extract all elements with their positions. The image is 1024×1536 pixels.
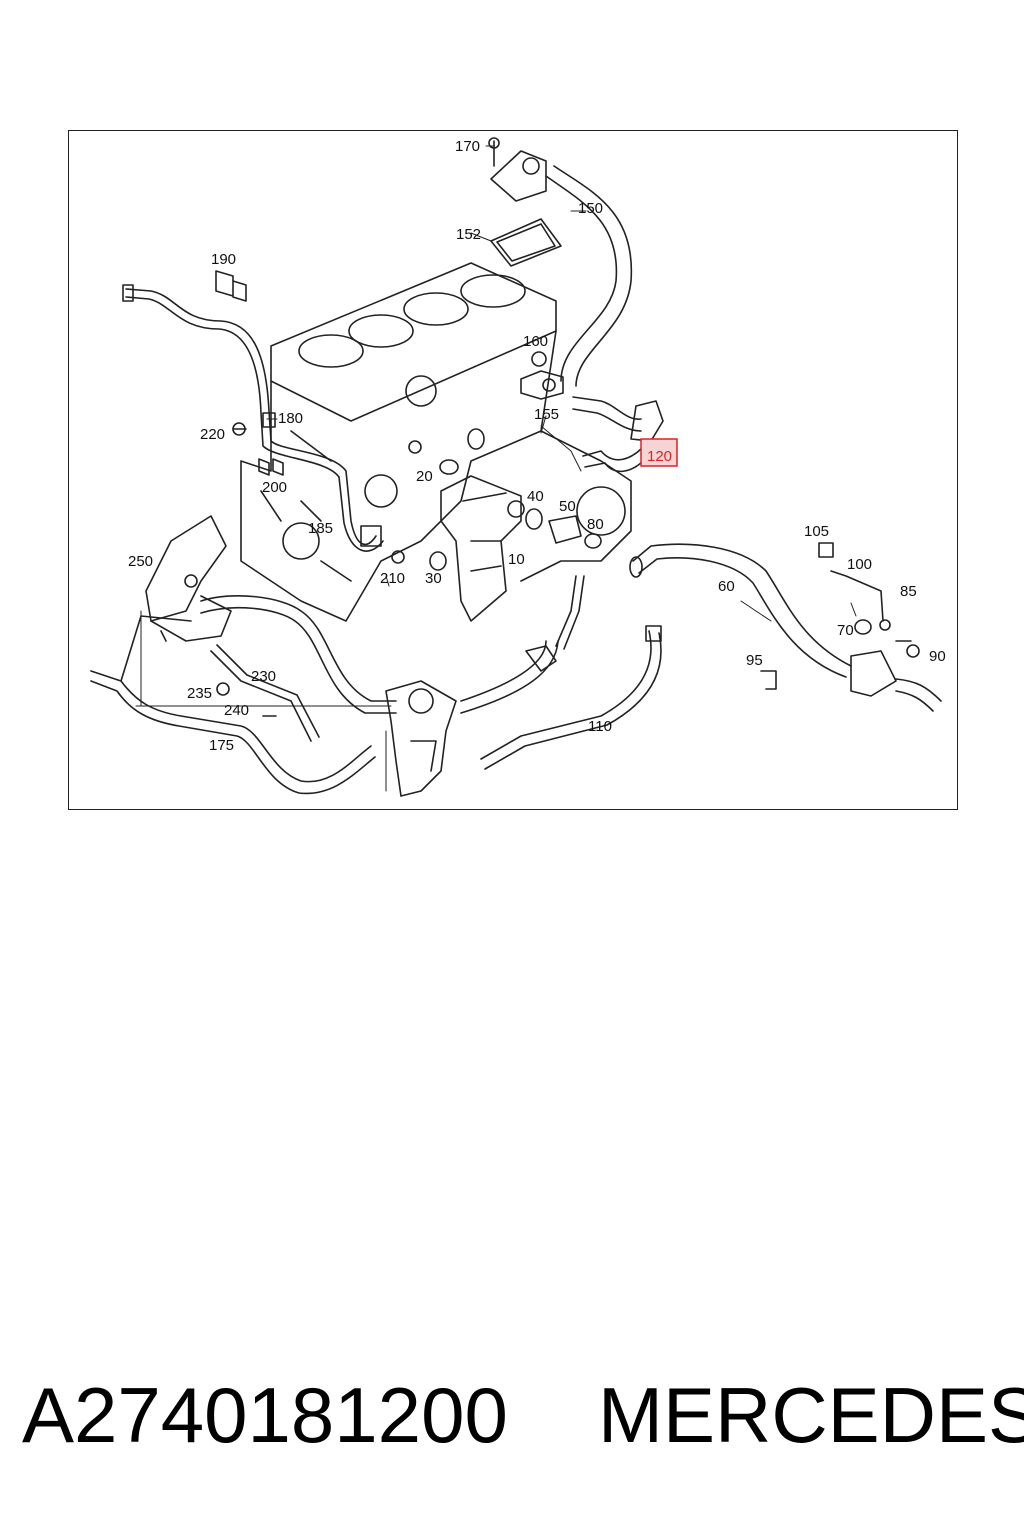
part-150-hose bbox=[488, 137, 633, 387]
callout-152: 152 bbox=[456, 226, 481, 243]
part-185-sensor bbox=[360, 525, 405, 564]
part-thermostat bbox=[525, 575, 585, 672]
callout-95: 95 bbox=[746, 652, 763, 669]
engine-block bbox=[240, 262, 632, 622]
callout-170: 170 bbox=[455, 138, 480, 155]
callout-190: 190 bbox=[211, 251, 236, 268]
part-number: A2740181200 bbox=[22, 1371, 508, 1459]
callout-175: 175 bbox=[209, 737, 234, 754]
callout-20: 20 bbox=[416, 468, 433, 485]
part-180-pipe bbox=[122, 284, 384, 552]
leader-lines bbox=[135, 145, 857, 792]
callout-70: 70 bbox=[837, 622, 854, 639]
callout-30: 30 bbox=[425, 570, 442, 587]
part-152-gasket bbox=[490, 218, 562, 267]
diagram-frame: 170 150 152 190 160 155 120 180 220 200 … bbox=[68, 130, 958, 810]
callout-180: 180 bbox=[278, 410, 303, 427]
part-30-ring bbox=[429, 551, 447, 571]
brand-name: MERCEDES bbox=[598, 1371, 1024, 1459]
callout-185: 185 bbox=[308, 520, 333, 537]
callout-210: 210 bbox=[380, 570, 405, 587]
part-100-105-sensors bbox=[818, 542, 891, 631]
callout-100: 100 bbox=[847, 556, 872, 573]
callout-60: 60 bbox=[718, 578, 735, 595]
callout-150: 150 bbox=[578, 200, 603, 217]
callout-200: 200 bbox=[262, 479, 287, 496]
part-175-pipe bbox=[90, 615, 376, 795]
footer: A2740181200 MERCEDES bbox=[0, 1370, 1024, 1470]
callout-250: 250 bbox=[128, 553, 153, 570]
part-190-clip bbox=[215, 270, 247, 302]
part-250-pipe bbox=[145, 515, 232, 642]
part-40-50-80 bbox=[525, 508, 602, 549]
part-200-clips bbox=[258, 458, 284, 476]
part-70-90-assembly bbox=[850, 619, 942, 712]
part-155-hose bbox=[572, 396, 642, 432]
callout-40: 40 bbox=[527, 488, 544, 505]
part-110-pipe bbox=[480, 625, 662, 770]
callout-160: 160 bbox=[523, 333, 548, 350]
part-water-pump bbox=[385, 680, 457, 797]
callout-155: 155 bbox=[534, 406, 559, 423]
part-95-clip bbox=[760, 670, 777, 690]
callout-50: 50 bbox=[559, 498, 576, 515]
part-160-sensor bbox=[520, 351, 564, 400]
callout-10: 10 bbox=[508, 551, 525, 568]
callout-85: 85 bbox=[900, 583, 917, 600]
part-20-seal bbox=[439, 428, 485, 475]
part-hose-harness bbox=[200, 595, 559, 714]
part-10-module bbox=[440, 475, 525, 622]
callout-90: 90 bbox=[929, 648, 946, 665]
callout-120: 120 bbox=[647, 448, 672, 465]
highlight-box bbox=[640, 438, 678, 467]
callout-235: 235 bbox=[187, 685, 212, 702]
part-230-line bbox=[210, 644, 320, 742]
callout-110: 110 bbox=[588, 718, 612, 735]
callout-labels: 170 150 152 190 160 155 120 180 220 200 … bbox=[128, 138, 946, 754]
callout-80: 80 bbox=[587, 516, 604, 533]
callout-105: 105 bbox=[804, 523, 829, 540]
part-220-bolt bbox=[232, 422, 247, 436]
parts-diagram: 170 150 152 190 160 155 120 180 220 200 … bbox=[90, 137, 946, 797]
part-60-hose bbox=[629, 543, 852, 678]
callout-230: 230 bbox=[251, 668, 276, 685]
callout-240: 240 bbox=[224, 702, 249, 719]
callout-220: 220 bbox=[200, 426, 225, 443]
